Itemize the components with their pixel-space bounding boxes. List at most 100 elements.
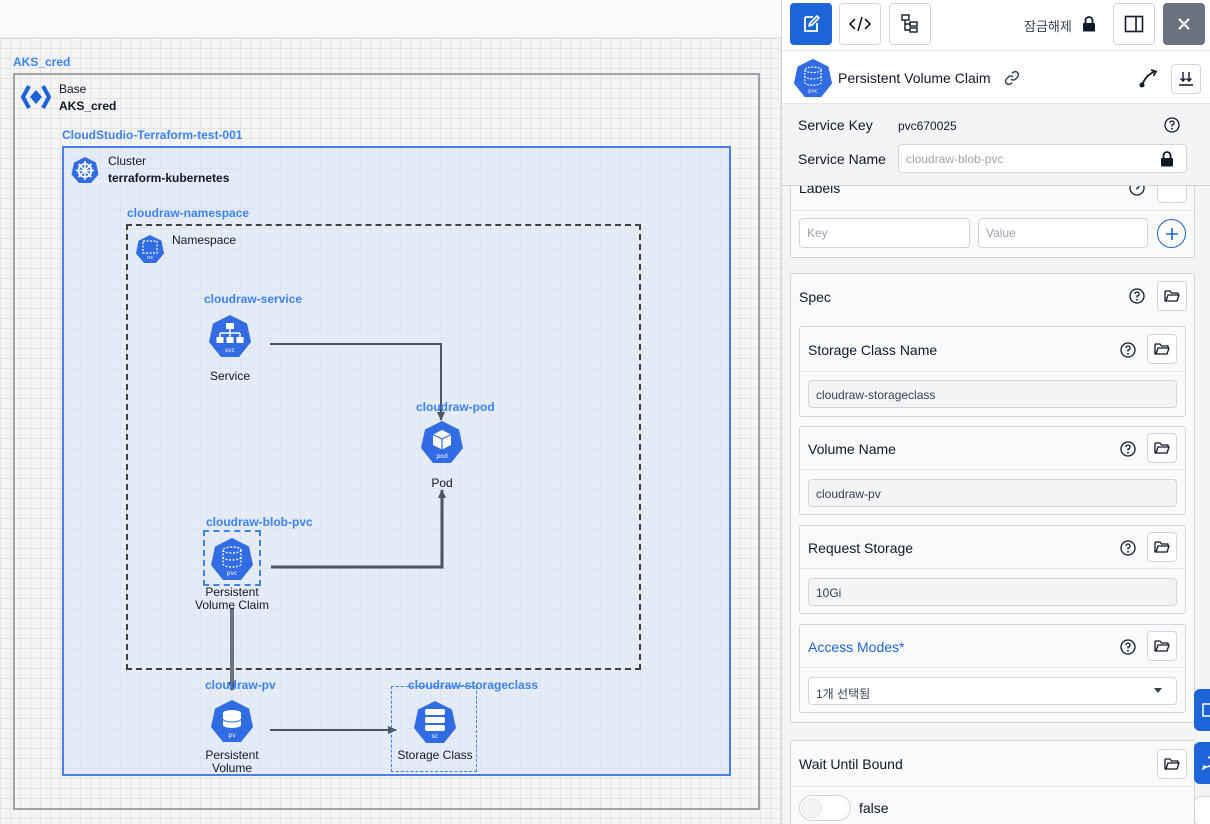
base-name-label: AKS_cred — [59, 99, 117, 113]
properties-panel: 잠금해제 pvc Persi — [781, 0, 1210, 824]
toggle-knob — [802, 798, 822, 818]
kubernetes-cluster-icon — [71, 157, 99, 183]
pvc-node-title: cloudraw-blob-pvc — [206, 515, 313, 529]
project-group-title: CloudStudio-Terraform-test-001 — [62, 128, 243, 142]
wait-until-bound-card: Wait Until Bound false — [790, 740, 1195, 824]
edit-icon — [804, 15, 820, 32]
request-storage-input[interactable]: 10Gi — [808, 578, 1177, 606]
floating-side-button-1[interactable] — [1194, 689, 1210, 731]
lock-icon[interactable] — [1082, 16, 1096, 32]
help-icon[interactable] — [1129, 186, 1145, 196]
pv-node-label: Persistent Volume — [205, 748, 259, 775]
labels-card-peek: Labels — [790, 186, 1195, 209]
edge-layer — [228, 343, 446, 734]
request-storage-folder-button[interactable] — [1147, 532, 1177, 562]
close-panel-button[interactable] — [1163, 3, 1205, 45]
service-node-title: cloudraw-service — [204, 292, 303, 306]
storage-class-name-folder-button[interactable] — [1147, 334, 1177, 364]
link-icon[interactable] — [1004, 70, 1020, 86]
help-icon[interactable] — [1120, 342, 1136, 358]
lock-icon — [1161, 151, 1173, 167]
panel-layout-button[interactable] — [1113, 3, 1155, 45]
storageclass-node-icon[interactable]: sc — [413, 700, 457, 744]
document-icon — [1202, 703, 1210, 717]
tree-view-button[interactable] — [889, 3, 931, 45]
help-icon[interactable] — [1164, 117, 1180, 133]
service-node-label: Service — [209, 369, 250, 383]
resource-header: pvc Persistent Volume Claim — [782, 50, 1210, 104]
root-group-box[interactable] — [13, 73, 760, 810]
volume-name-folder-button[interactable] — [1147, 433, 1177, 463]
base-logo-icon — [21, 85, 51, 109]
request-storage-section: Request Storage 10Gi — [799, 525, 1186, 614]
storage-class-name-input[interactable]: cloudraw-storageclass — [808, 380, 1177, 408]
cluster-box[interactable] — [62, 146, 731, 776]
access-modes-select[interactable]: 1개 선택됨 — [808, 677, 1177, 705]
help-icon[interactable] — [1120, 639, 1136, 655]
folder-icon — [1154, 442, 1170, 454]
collapse-all-button[interactable] — [1171, 64, 1201, 94]
storage-class-name-section: Storage Class Name cloudraw-storageclass — [799, 326, 1186, 417]
diagram-canvas[interactable]: AKS_cred Base AKS_cred CloudStudio-Terra… — [0, 0, 781, 824]
labels-folder-button[interactable] — [1157, 186, 1187, 203]
label-value-input[interactable]: Value — [978, 218, 1148, 248]
floating-side-button-3[interactable] — [1194, 796, 1210, 824]
wait-until-bound-folder-button[interactable] — [1157, 749, 1187, 779]
wait-until-bound-toggle[interactable] — [799, 795, 851, 821]
unlock-label[interactable]: 잠금해제 — [1024, 19, 1072, 34]
folder-icon — [1164, 758, 1180, 770]
svg-text:pod: pod — [436, 453, 447, 460]
namespace-icon: ns — [136, 235, 164, 263]
tree-icon — [901, 14, 918, 33]
edge-service-to-pod — [270, 343, 445, 421]
help-icon[interactable] — [1129, 288, 1145, 304]
pod-node-label: Pod — [431, 476, 453, 490]
cluster-name-label: terraform-kubernetes — [108, 171, 230, 185]
service-name-input[interactable]: cloudraw-blob-pvc — [898, 144, 1187, 173]
spec-folder-button[interactable] — [1157, 281, 1187, 311]
volume-name-input[interactable]: cloudraw-pv — [808, 479, 1177, 507]
volume-name-section: Volume Name cloudraw-pv — [799, 426, 1186, 515]
pvc-node-icon[interactable]: pvc — [210, 537, 254, 581]
edit-button[interactable] — [790, 3, 832, 45]
access-modes-folder-button[interactable] — [1147, 631, 1177, 661]
pvc-node-label: Persistent Volume Claim — [194, 585, 270, 612]
service-node-icon[interactable]: svc — [208, 314, 252, 358]
add-label-button[interactable] — [1157, 219, 1186, 248]
folder-icon — [1154, 541, 1170, 553]
help-icon[interactable] — [1120, 441, 1136, 457]
pv-node-icon[interactable]: pv — [210, 699, 254, 743]
namespace-box[interactable] — [126, 224, 641, 670]
panel-layout-icon — [1124, 15, 1144, 33]
storageclass-box[interactable] — [391, 686, 477, 772]
namespace-title: cloudraw-namespace — [127, 206, 250, 220]
chevron-down-icon — [1154, 688, 1162, 693]
pvc-resource-icon: pvc — [793, 58, 833, 98]
code-icon — [849, 16, 871, 32]
collapse-all-icon — [1179, 72, 1193, 86]
service-name-label: Service Name — [798, 151, 886, 167]
code-view-button[interactable] — [839, 3, 881, 45]
pod-node-icon[interactable]: pod — [420, 420, 464, 464]
pod-node-title: cloudraw-pod — [416, 400, 495, 414]
root-group-title: AKS_cred — [13, 55, 71, 69]
canvas-topbar — [0, 0, 781, 38]
chat-icon — [1202, 756, 1210, 770]
label-key-input[interactable]: Key — [799, 218, 970, 248]
storage-class-name-label: Storage Class Name — [808, 342, 938, 358]
svg-text:pvc: pvc — [808, 89, 818, 95]
wait-until-bound-value: false — [859, 800, 889, 816]
edge-pvc-to-pod — [271, 489, 446, 569]
base-type-label: Base — [59, 82, 87, 96]
pv-node-title: cloudraw-pv — [205, 678, 276, 692]
help-icon[interactable] — [1120, 540, 1136, 556]
svg-text:pv: pv — [228, 732, 236, 739]
pvc-selection-box[interactable] — [203, 530, 261, 586]
spec-title: Spec — [799, 289, 831, 305]
connect-icon[interactable] — [1138, 67, 1160, 89]
folder-icon — [1154, 640, 1170, 652]
svg-text:pvc: pvc — [227, 570, 238, 577]
plus-icon — [1165, 227, 1178, 240]
service-key-label: Service Key — [798, 117, 873, 133]
floating-side-button-2[interactable] — [1194, 742, 1210, 784]
